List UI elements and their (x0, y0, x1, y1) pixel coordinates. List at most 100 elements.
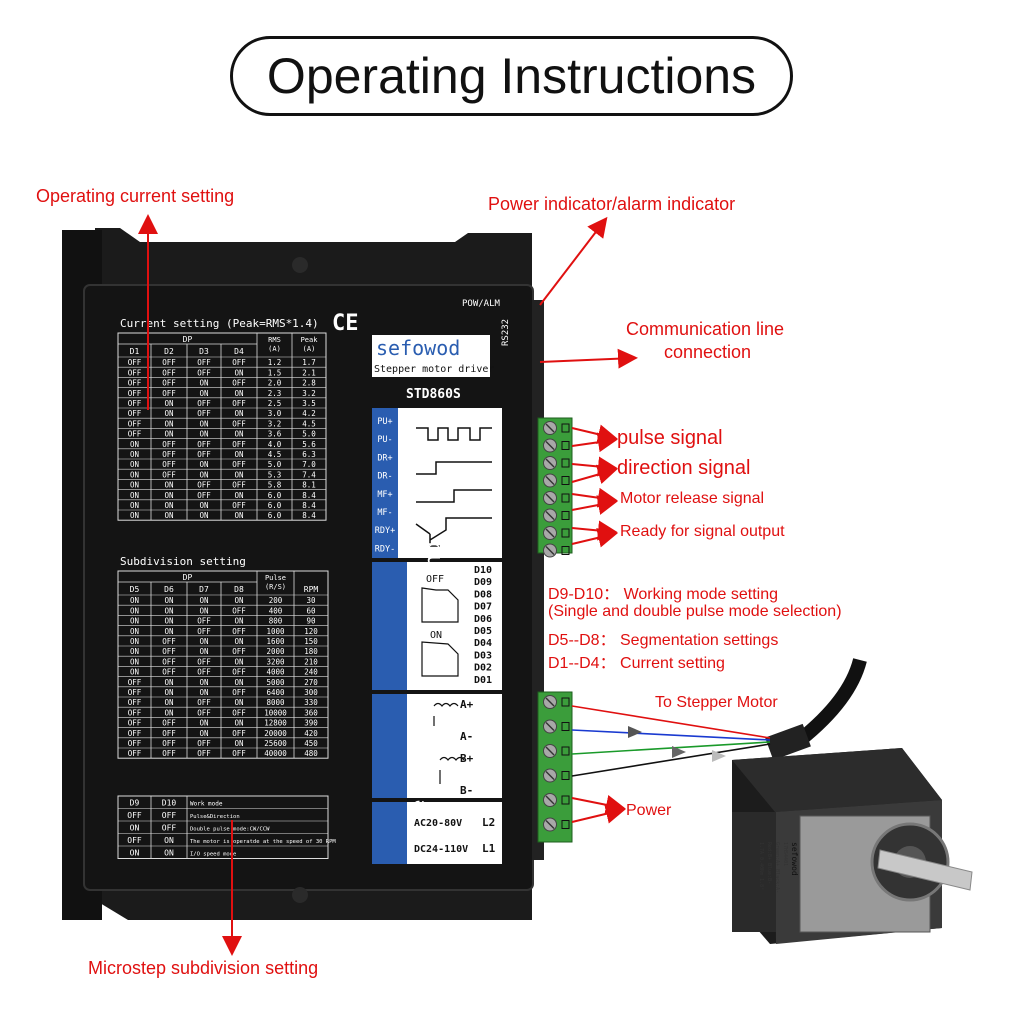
switch-diagram-icon (421, 587, 459, 677)
current-table-cell: 3.2 (268, 419, 282, 428)
sub-table-cell: 10000 (264, 708, 287, 717)
current-table-cell: 5.0 (268, 460, 282, 469)
current-table-cell: ON (164, 501, 173, 510)
current-table-cell: OFF (162, 379, 176, 388)
mode-table-cell: The motor is operatde at the speed of 30… (190, 839, 336, 845)
callout-power: Power (626, 802, 672, 819)
current-table-cell: OFF (128, 409, 142, 418)
callout-direction: direction signal (617, 457, 751, 479)
dip-label: D08 (474, 589, 492, 600)
sub-table-cell: ON (130, 647, 139, 656)
sub-table-cell: 2000 (266, 647, 285, 656)
sub-table-cell: 180 (304, 647, 318, 656)
sub-table-cell: OFF (162, 729, 176, 738)
current-table-cell: OFF (162, 389, 176, 398)
sub-table-cell: 800 (269, 617, 283, 626)
sub-table-cell: ON (199, 647, 208, 656)
sub-table-cell: OFF (162, 668, 176, 677)
current-table-cell: OFF (197, 409, 211, 418)
mode-table-cell: ON (130, 824, 140, 833)
signal-label: PU- (377, 435, 392, 445)
current-table-cell: 2.3 (268, 389, 282, 398)
callout-microstep: Microstep subdivision setting (88, 958, 319, 978)
sub-table-cell: OFF (128, 698, 142, 707)
sub-table-cell: 360 (304, 708, 318, 717)
sub-table-cell: 90 (306, 617, 316, 626)
current-table-cell: 6.0 (268, 491, 282, 500)
current-table-cell: OFF (128, 368, 142, 377)
current-table-cell: 6.0 (268, 511, 282, 520)
sub-table-cell: 400 (269, 606, 283, 615)
signal-label: DR+ (377, 453, 392, 463)
power-l1-label: L1 (482, 842, 496, 855)
spec-d9-d10: D9-D10： Working mode setting (548, 586, 779, 603)
signal-label: RDY- (375, 544, 395, 554)
current-table-cell: OFF (232, 399, 246, 408)
callout-pulse: pulse signal (617, 427, 723, 449)
dip-label: D01 (474, 675, 492, 686)
current-table-cell: 1.5 (268, 368, 282, 377)
current-table-cell: OFF (128, 389, 142, 398)
spec-mode-selection: (Single and double pulse mode selection) (548, 603, 842, 620)
sub-table-cell: 390 (304, 719, 318, 728)
mode-table-header: D10 (162, 799, 177, 808)
motor-terminal-block (537, 691, 573, 843)
power-dc-label: DC24-110V (414, 844, 468, 855)
callout-current: Operating current setting (36, 186, 235, 206)
sub-table-header: D7 (199, 585, 209, 594)
sub-table-cell: ON (234, 678, 243, 687)
sub-table-cell: 300 (304, 688, 318, 697)
sub-table-header: Pulse (265, 574, 286, 582)
sub-table-cell: 240 (304, 668, 318, 677)
current-table-cell: OFF (128, 430, 142, 439)
callout-arrows (138, 214, 638, 956)
sub-table-header: D5 (130, 585, 140, 594)
sub-table-cell: OFF (162, 719, 176, 728)
sub-table-cell: ON (234, 596, 243, 605)
current-table-cell: ON (164, 430, 173, 439)
sub-table-cell: 30 (306, 596, 316, 605)
model-label: STD860S (406, 387, 461, 402)
sub-table-cell: 4000 (266, 668, 285, 677)
current-table-cell: 3.2 (302, 389, 316, 398)
current-table-cell: 8.1 (302, 481, 316, 490)
signal-terminal-block (537, 417, 573, 558)
sub-table-cell: OFF (232, 749, 246, 758)
current-table-cell: 4.2 (302, 409, 316, 418)
current-table-cell: ON (130, 460, 139, 469)
sub-table-cell: 3200 (266, 657, 285, 666)
current-table-cell: 3.0 (268, 409, 282, 418)
current-table-header: D3 (199, 347, 209, 356)
current-table-cell: OFF (162, 460, 176, 469)
sub-table-cell: 150 (304, 637, 318, 646)
current-table-cell: OFF (197, 368, 211, 377)
current-table-cell: ON (234, 511, 243, 520)
sub-table-cell: OFF (128, 739, 142, 748)
current-table-cell: OFF (162, 440, 176, 449)
current-table-cell: 7.0 (302, 460, 316, 469)
sub-table-cell: ON (130, 668, 139, 677)
motor-nameplate-line: 1.7A 0.40Nm 1.8° (758, 842, 764, 890)
sub-table-cell: OFF (232, 729, 246, 738)
motor-nameplate-line: sefowod (790, 842, 799, 876)
motor-wires (571, 705, 771, 777)
current-table-cell: OFF (162, 358, 176, 367)
sub-table-cell: OFF (197, 657, 211, 666)
sub-table-cell: OFF (162, 749, 176, 758)
current-table-cell: ON (130, 511, 139, 520)
sub-table-dp: DP (183, 573, 193, 582)
sub-table-cell: 420 (304, 729, 318, 738)
current-table-cell: OFF (197, 399, 211, 408)
sub-table-cell: 60 (306, 606, 316, 615)
motor-nameplate-line: Red:B+ Blue:B- (766, 842, 772, 884)
sub-table-cell: 40000 (264, 749, 287, 758)
sub-table-cell: ON (199, 729, 208, 738)
sub-table-cell: 330 (304, 698, 318, 707)
mode-table-cell: OFF (162, 811, 177, 820)
sub-table-cell: OFF (162, 637, 176, 646)
current-table-cell: ON (164, 491, 173, 500)
sub-table-cell: 480 (304, 749, 318, 758)
sub-table-cell: OFF (197, 749, 211, 758)
